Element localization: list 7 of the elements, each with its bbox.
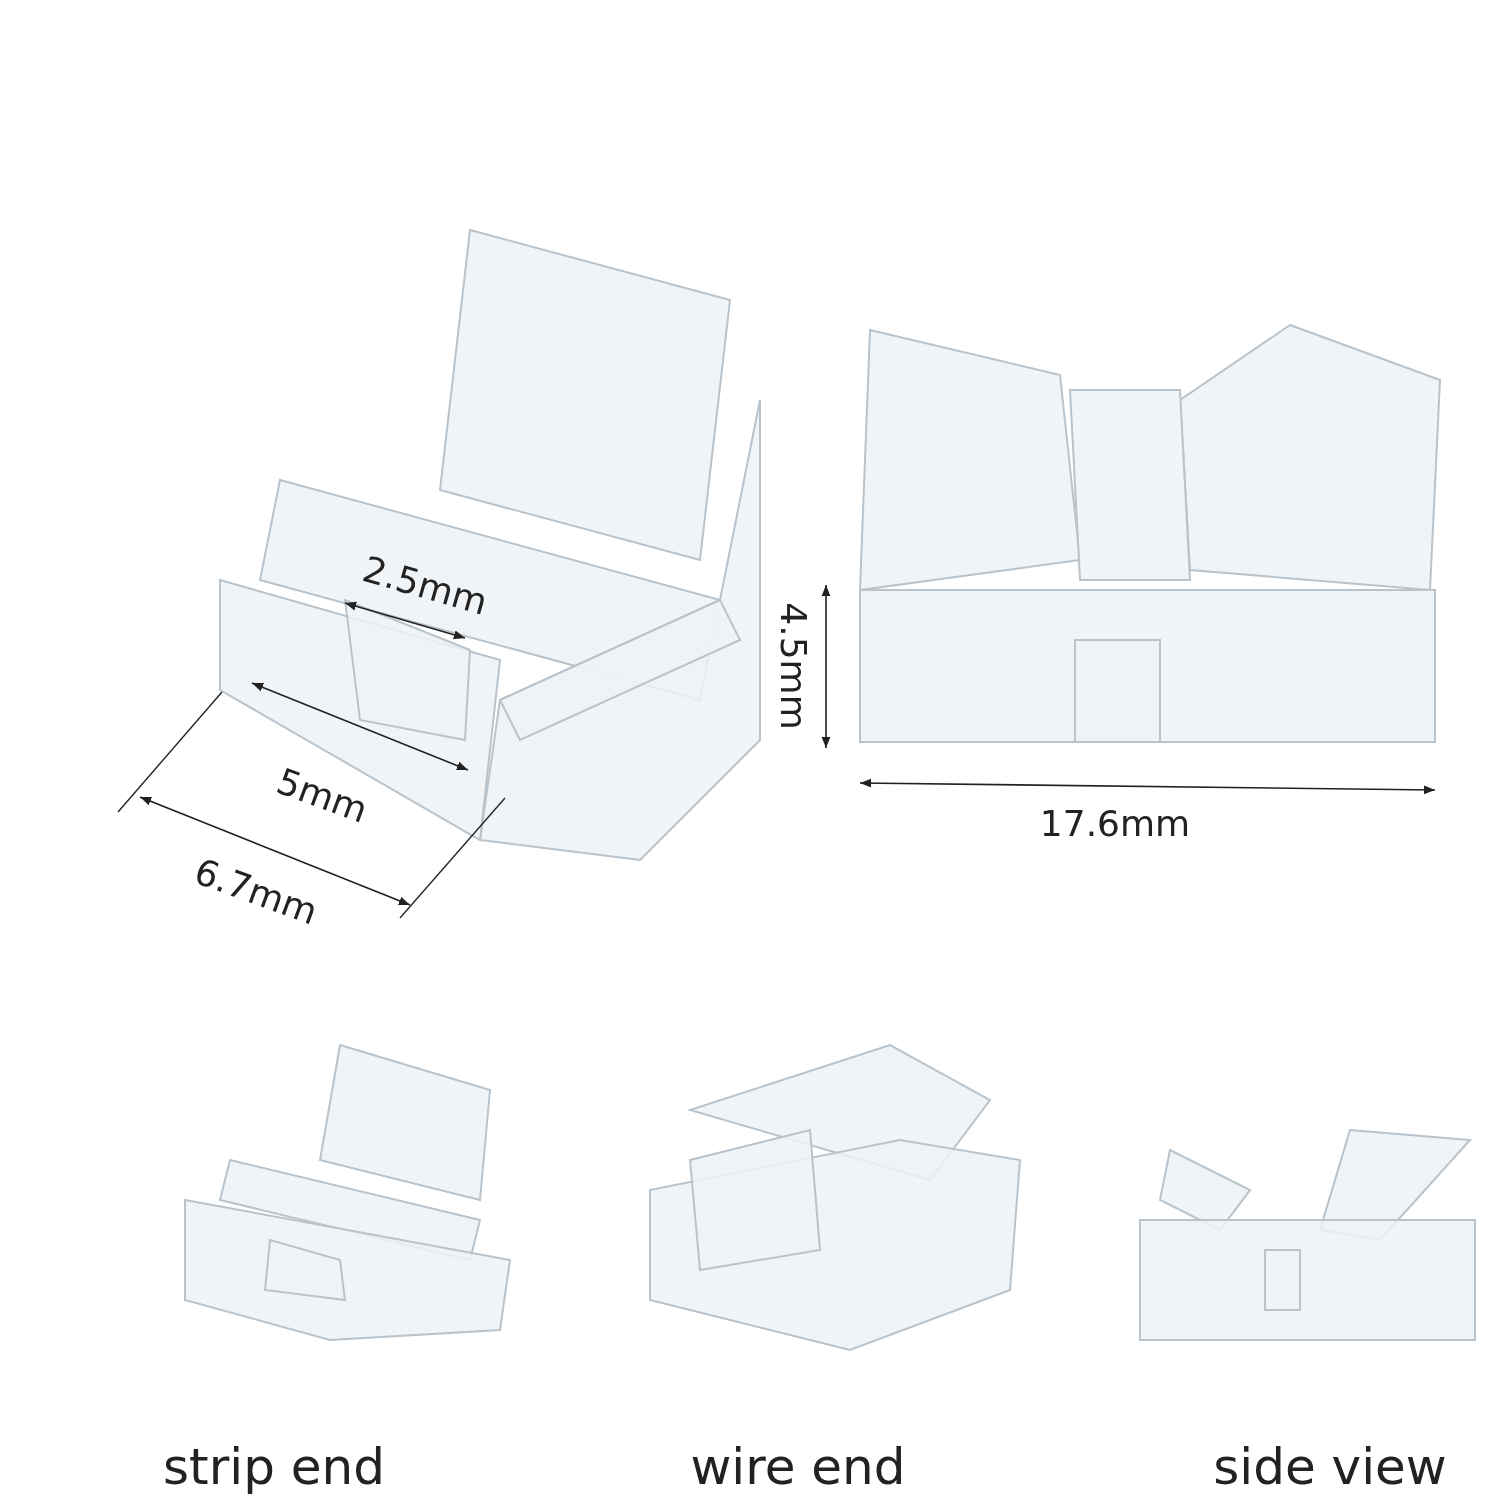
caption: strip end xyxy=(163,1442,385,1492)
caption: side view xyxy=(1213,1442,1447,1492)
dimension-label: 17.6mm xyxy=(1039,806,1191,842)
dimension-label: 4.5mm xyxy=(775,602,811,730)
caption: wire end xyxy=(690,1442,906,1492)
dimension-label: 2.5mm xyxy=(358,551,492,621)
dimension-label: 5mm xyxy=(272,763,372,829)
